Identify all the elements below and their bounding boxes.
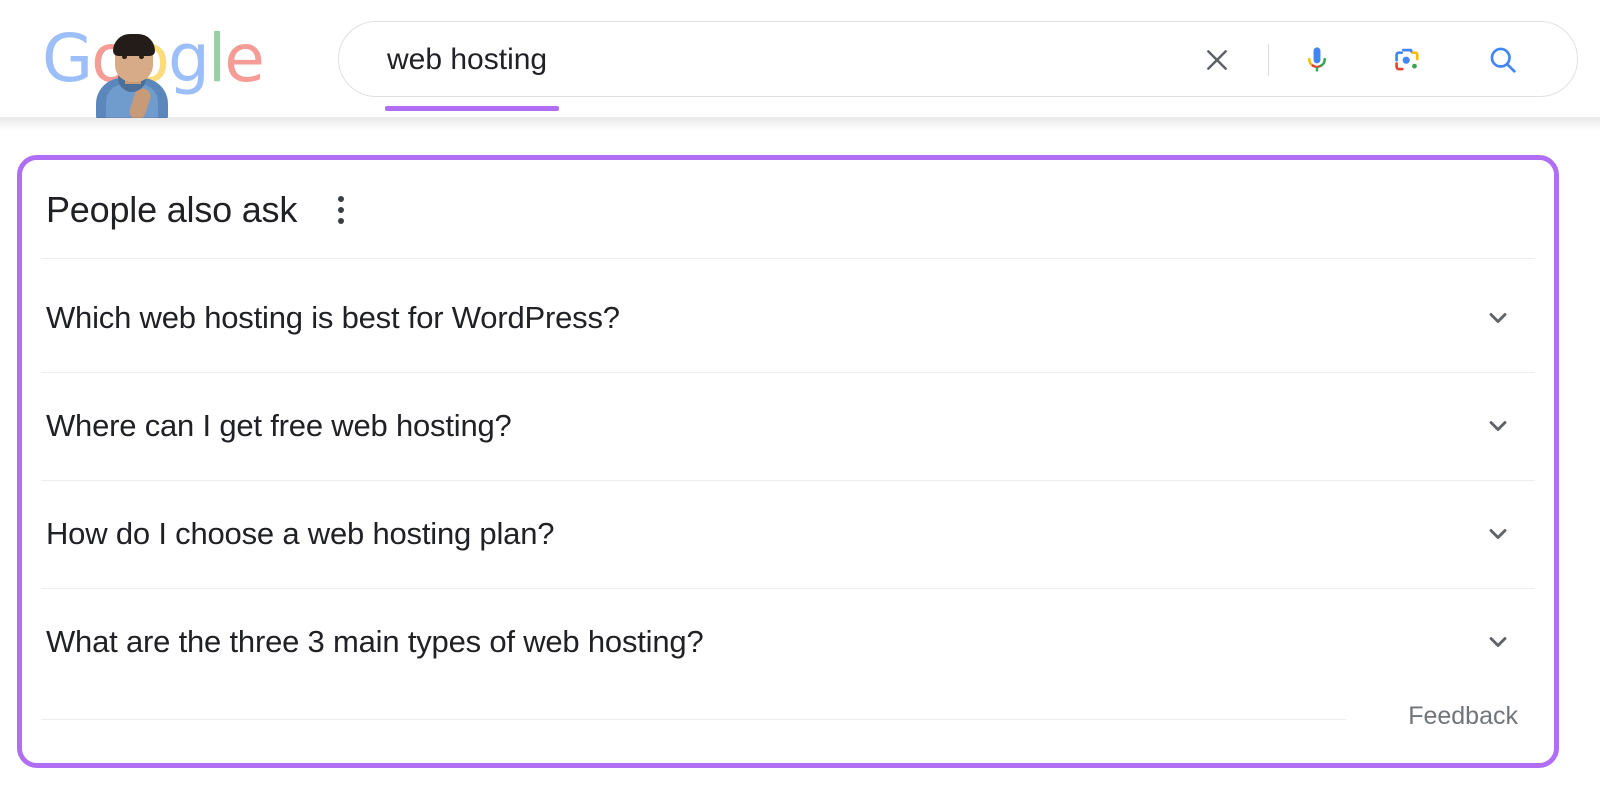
search-actions-divider	[1268, 44, 1269, 76]
close-icon	[1207, 50, 1227, 70]
paa-question-row-1[interactable]: Which web hosting is best for WordPress?	[41, 264, 1535, 372]
chevron-down-icon[interactable]	[1481, 409, 1515, 443]
chevron-down-glyph	[1489, 529, 1507, 539]
paa-question-text: Which web hosting is best for WordPress?	[46, 300, 620, 335]
paa-question-row-2[interactable]: Where can I get free web hosting?	[41, 372, 1535, 480]
search-icon	[1490, 47, 1516, 73]
google-logo[interactable]: Google	[42, 20, 265, 118]
three-dot-menu-icon[interactable]	[327, 194, 355, 226]
chevron-down-glyph	[1489, 313, 1507, 323]
page-title: People also ask	[46, 189, 298, 230]
divider-top	[41, 258, 1535, 259]
search-input[interactable]: web hosting	[387, 42, 547, 78]
divider-3	[41, 588, 1535, 589]
chevron-down-icon[interactable]	[1481, 517, 1515, 551]
voice-search-button[interactable]	[1293, 36, 1341, 84]
paa-question-text: Where can I get free web hosting?	[46, 408, 512, 443]
search-query-highlight-underline	[385, 106, 559, 111]
microphone-icon	[1308, 47, 1326, 72]
divider-bottom	[41, 719, 1346, 720]
search-submit-button[interactable]	[1479, 36, 1527, 84]
people-also-ask-highlight-box: People also ask Which web hosting is bes…	[17, 155, 1559, 768]
feedback-link[interactable]: Feedback	[1408, 702, 1518, 730]
google-lens-button[interactable]	[1383, 36, 1431, 84]
logo-letter-g2: g	[167, 20, 210, 97]
people-also-ask-header: People also ask	[46, 188, 355, 232]
search-header: Google web hosting	[0, 0, 1600, 118]
google-lens-camera-icon	[1395, 48, 1419, 71]
logo-letter-l: l	[207, 20, 226, 97]
clear-search-button[interactable]	[1193, 36, 1241, 84]
paa-question-text: How do I choose a web hosting plan?	[46, 516, 555, 551]
divider-1	[41, 372, 1535, 373]
header-bottom-shadow	[0, 117, 1600, 131]
chevron-down-icon[interactable]	[1481, 301, 1515, 335]
paa-question-text: What are the three 3 main types of web h…	[46, 624, 704, 659]
logo-letter-e: e	[224, 20, 265, 97]
paa-question-row-4[interactable]: What are the three 3 main types of web h…	[41, 588, 1535, 696]
divider-2	[41, 480, 1535, 481]
doodle-photo-icon	[94, 26, 170, 118]
paa-question-row-3[interactable]: How do I choose a web hosting plan?	[41, 480, 1535, 588]
chevron-down-glyph	[1489, 637, 1507, 647]
people-also-ask-card: People also ask Which web hosting is bes…	[22, 160, 1554, 763]
logo-letter-g1: G	[42, 20, 93, 97]
search-input-value: web hosting	[387, 43, 548, 76]
chevron-down-icon[interactable]	[1481, 625, 1515, 659]
search-box[interactable]: web hosting	[338, 21, 1578, 111]
chevron-down-glyph	[1489, 421, 1507, 431]
